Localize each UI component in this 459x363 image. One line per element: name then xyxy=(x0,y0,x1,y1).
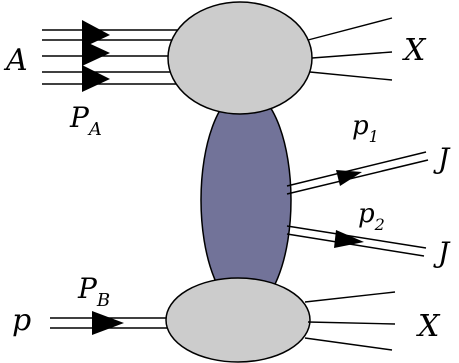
arrowhead-icon xyxy=(82,40,110,66)
nucleus-label: A xyxy=(3,43,28,78)
upper-blob xyxy=(167,1,313,115)
lower-x-lines xyxy=(304,291,396,351)
jet1-line xyxy=(286,151,429,195)
jet1-momentum-label: p1 xyxy=(352,111,379,146)
top-x-label: X xyxy=(402,33,427,68)
nucleus-lines xyxy=(42,29,190,85)
proton-momentum-label: PB xyxy=(77,272,110,311)
jet2-momentum-label: p2 xyxy=(358,199,385,234)
proton-line xyxy=(50,317,180,329)
bottom-x-label: X xyxy=(416,309,441,344)
jet1-label: J xyxy=(433,142,451,175)
arrowhead-icon xyxy=(82,20,110,48)
lower-blob xyxy=(165,277,311,363)
nucleus-momentum-label: PA xyxy=(69,101,102,140)
nucleus-arrows xyxy=(82,20,110,92)
arrowhead-icon xyxy=(82,65,110,92)
jet2-line xyxy=(286,225,427,257)
jet1-arrowhead-icon xyxy=(336,170,362,186)
upper-x-lines xyxy=(307,17,393,81)
jet2-arrowhead-icon xyxy=(334,230,364,248)
proton-arrowhead-icon xyxy=(92,311,124,335)
exchange-ellipse xyxy=(200,89,292,311)
proton-label: p xyxy=(12,303,31,338)
jet2-label: J xyxy=(433,236,451,269)
